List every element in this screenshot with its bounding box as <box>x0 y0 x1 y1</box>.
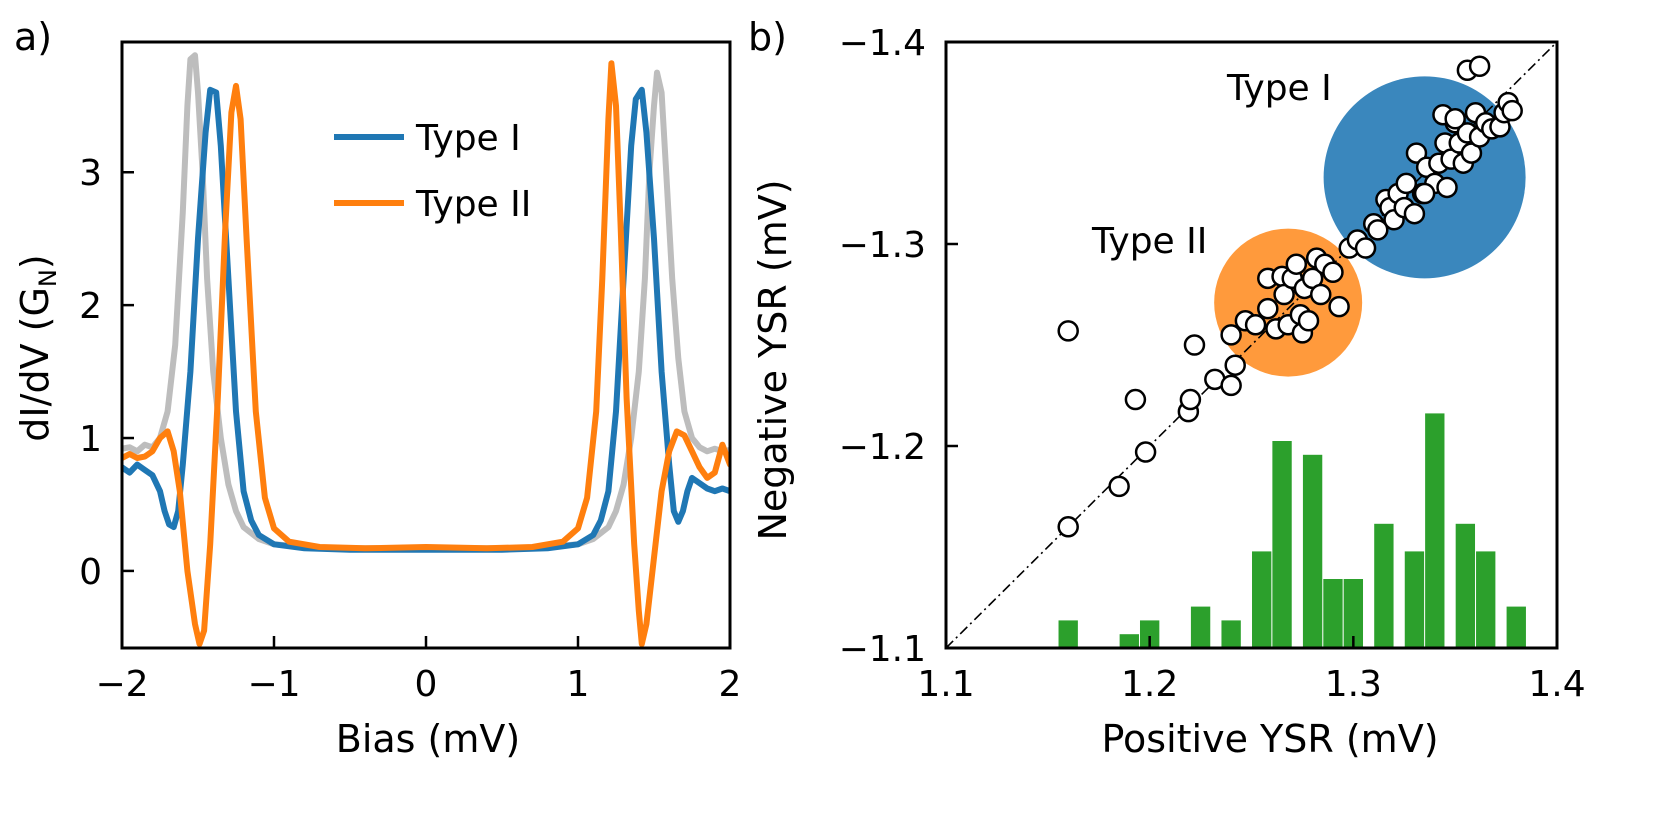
cluster-label-type-i: Type I <box>1226 68 1332 109</box>
histogram-bar <box>1252 551 1272 648</box>
panel-label-a: a) <box>14 15 52 59</box>
series-line-type-ii <box>122 60 730 647</box>
scatter-point <box>1322 261 1344 284</box>
histogram-bar <box>1425 413 1445 648</box>
panel-b-y-tick-label: −1.2 <box>839 427 926 468</box>
histogram-bar <box>1506 606 1526 648</box>
scatter-point <box>1285 253 1308 275</box>
scatter-point <box>1468 55 1491 77</box>
scatter-point <box>1257 297 1279 320</box>
diagonal-reference-line <box>946 42 1557 648</box>
histogram-bar <box>1343 579 1364 648</box>
panel-b-x-tick-label: 1.1 <box>917 664 974 705</box>
histogram-bar <box>1139 620 1160 648</box>
panel-b-inner <box>946 42 1557 648</box>
panel-a-y-tick-label: 1 <box>79 419 102 460</box>
panel-a-y-tick-label: 0 <box>79 552 102 593</box>
panel-a-x-tick-label: 1 <box>567 664 590 705</box>
panel-a-x-tick-label: 0 <box>415 664 438 705</box>
panel-b-y-tick-label: −1.1 <box>839 629 926 670</box>
scatter-point <box>1057 320 1079 342</box>
panel-a-y-axis-label-main: dI/dV (G <box>13 287 57 442</box>
scatter-point <box>1403 202 1426 225</box>
panel-b-frame <box>944 40 1559 650</box>
legend-label-type-ii: Type II <box>415 184 531 225</box>
histogram-bar <box>1476 551 1496 648</box>
panel-a-x-ticks: −2 −1 0 1 2 <box>95 636 741 705</box>
scatter-point <box>1405 142 1428 164</box>
panel-b-x-tick-label: 1.3 <box>1325 664 1382 705</box>
panel-a-x-axis-label: Bias (mV) <box>336 717 520 761</box>
panel-b-x-ticks: 1.1 1.2 1.3 1.4 <box>917 636 1586 705</box>
scatter-point <box>1108 475 1130 498</box>
scatter-point <box>1224 354 1246 376</box>
panel-a-x-tick-label: −2 <box>95 664 148 705</box>
scatter-point <box>1057 516 1079 538</box>
scatter-point <box>1395 172 1418 195</box>
scatter-point <box>1124 388 1147 411</box>
scatter-point <box>1444 108 1466 130</box>
scatter-point <box>1134 441 1157 463</box>
panel-b-x-tick-label: 1.4 <box>1528 664 1585 705</box>
scatter-point <box>1367 219 1389 241</box>
histogram-bar <box>1119 634 1139 648</box>
scatter-point <box>1183 334 1206 356</box>
scatter-point <box>1297 310 1320 332</box>
panel-b-y-tick-label: −1.3 <box>839 225 926 266</box>
scatter-point <box>1413 182 1436 205</box>
histogram-bar <box>1374 523 1394 648</box>
histogram-bar <box>1221 620 1241 648</box>
panel-a-y-ticks: 0 1 2 3 <box>79 153 134 593</box>
panel-a-legend: Type I Type II <box>334 118 531 225</box>
scatter-point <box>1501 99 1523 122</box>
scatter-point <box>1179 388 1202 411</box>
legend-label-type-i: Type I <box>415 118 521 159</box>
panel-b-y-ticks: −1.1 −1.2 −1.3 −1.4 <box>839 23 958 670</box>
scatter-point <box>1244 314 1267 336</box>
panel-a-y-tick-label: 3 <box>79 153 102 194</box>
panel-a-y-axis-label: dI/dV (GN) <box>13 254 62 441</box>
scatter-point <box>1436 176 1458 199</box>
panel-b-plot-area: Type I Type II <box>944 40 1559 650</box>
scatter-point <box>1309 283 1332 306</box>
panel-a-y-axis-label-sub: N <box>34 269 62 287</box>
histogram-bar <box>1058 620 1078 648</box>
panel-label-b: b) <box>748 15 787 59</box>
cluster-label-type-ii: Type II <box>1091 221 1207 262</box>
histogram-bar <box>1323 579 1343 648</box>
scatter-point <box>1220 324 1242 346</box>
histogram-bar <box>1404 551 1425 648</box>
panel-a-x-tick-label: −1 <box>247 664 300 705</box>
panel-b-x-tick-label: 1.2 <box>1121 664 1178 705</box>
scatter-point <box>1328 295 1350 318</box>
panel-a-lines <box>122 52 730 647</box>
panel-b-x-axis-label: Positive YSR (mV) <box>1101 717 1438 761</box>
panel-a-x-tick-label: 2 <box>719 664 742 705</box>
panel-b-y-axis-label: Negative YSR (mV) <box>751 179 795 540</box>
panel-a-y-tick-label: 2 <box>79 286 102 327</box>
panel-b-y-tick-label: −1.4 <box>839 23 926 64</box>
panel-a-y-axis-label-close: ) <box>13 254 57 269</box>
histogram-bar <box>1455 523 1476 648</box>
scatter-point <box>1354 237 1377 259</box>
histogram-bar <box>1272 441 1292 648</box>
scatter-point <box>1220 374 1242 397</box>
histogram-bar <box>1302 454 1323 648</box>
histogram-bar <box>1190 606 1211 648</box>
